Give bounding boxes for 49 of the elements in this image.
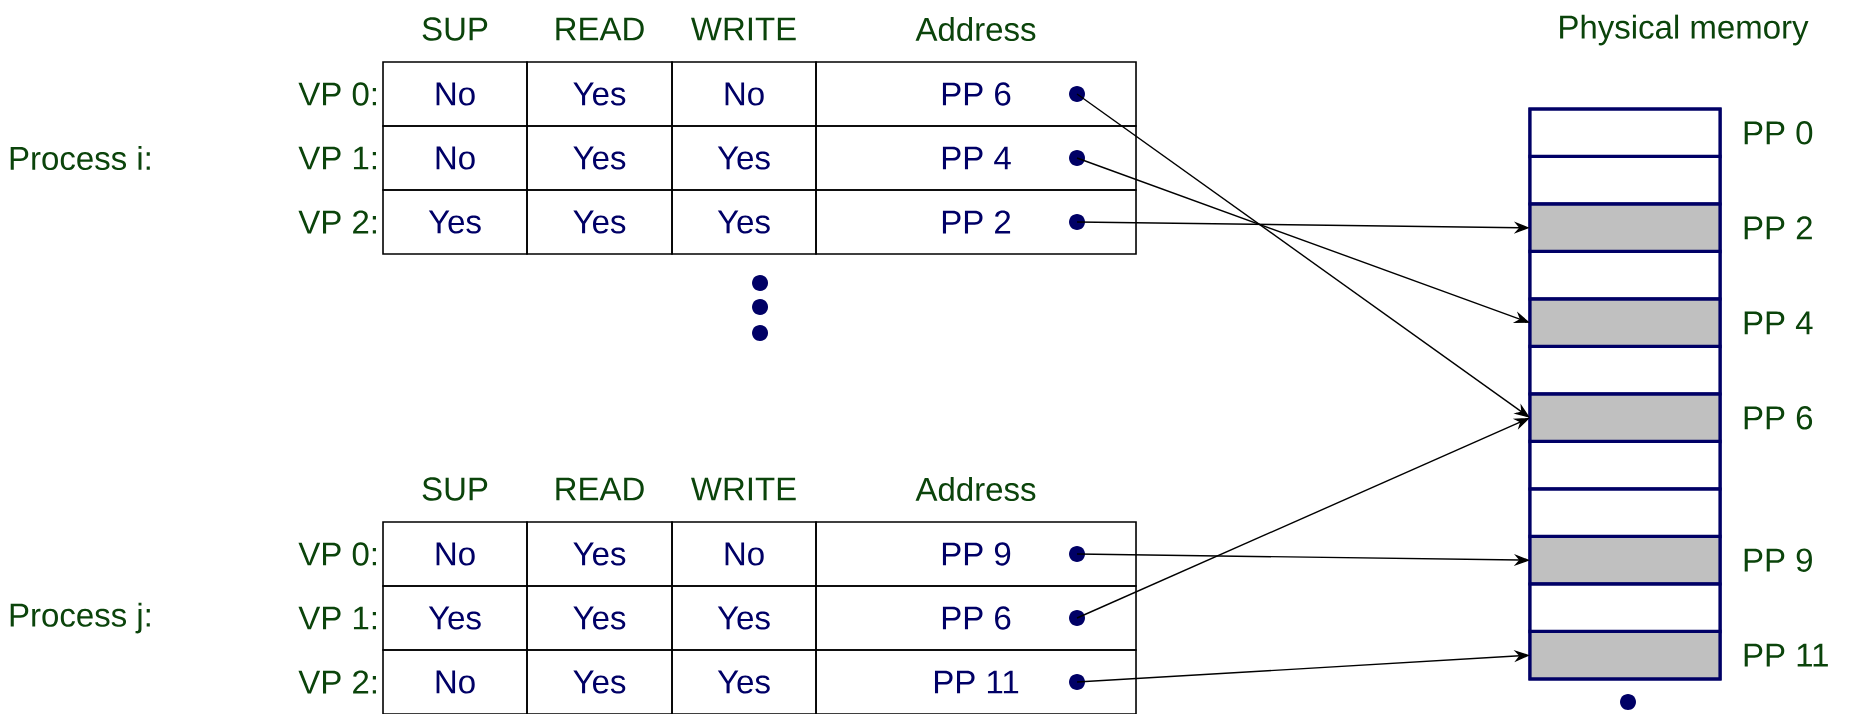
address-cell: PP 11 — [815, 649, 1137, 714]
table-cell: No — [671, 61, 817, 127]
column-header: Address — [915, 16, 1036, 42]
row-label: VP 0: — [298, 542, 376, 566]
address-cell: PP 4 — [815, 125, 1137, 191]
slot-label: PP 6 — [1744, 406, 1813, 430]
column-header: Address — [915, 476, 1036, 502]
table-cell: No — [382, 649, 528, 714]
column-header: SUP — [422, 17, 488, 41]
slot-label: PP 2 — [1744, 216, 1812, 240]
address-cell: PP 6 — [815, 61, 1137, 127]
address-cell: PP 6 — [815, 585, 1137, 651]
row-label: VP 1: — [298, 606, 376, 630]
arrow — [1076, 93, 1530, 418]
table-cell: Yes — [526, 649, 673, 714]
table-cell: Yes — [526, 61, 673, 127]
row-label: VP 1: — [298, 146, 376, 170]
table-cell: Yes — [671, 649, 817, 714]
address-cell: PP 2 — [815, 189, 1137, 255]
process-label: Process i: — [10, 145, 150, 171]
table-cell: Yes — [671, 189, 817, 255]
row-label: VP 2: — [298, 210, 376, 234]
column-header: SUP — [422, 477, 488, 501]
table-cell: Yes — [526, 189, 673, 255]
table-cell: Yes — [671, 585, 817, 651]
heading: Physical memory — [1560, 14, 1809, 46]
slot-label: PP 11 — [1744, 643, 1828, 667]
column-header: WRITE — [691, 477, 796, 501]
row-label: VP 2: — [298, 670, 376, 694]
column-header: READ — [556, 17, 644, 41]
address-cell: PP 9 — [815, 521, 1137, 587]
table-cell: No — [382, 61, 528, 127]
memory-slot — [1528, 629, 1722, 681]
table-cell: No — [382, 125, 528, 191]
table-cell: Yes — [382, 585, 528, 651]
slot-label: PP 0 — [1744, 121, 1813, 145]
table-cell: Yes — [382, 189, 528, 255]
table-cell: Yes — [526, 125, 673, 191]
table-cell: Yes — [526, 521, 673, 587]
table-cell: No — [382, 521, 528, 587]
table-cell: Yes — [526, 585, 673, 651]
column-header: READ — [556, 477, 644, 501]
row-label: VP 0: — [298, 82, 376, 106]
slot-label: PP 9 — [1744, 548, 1812, 572]
process-label: Process j: — [10, 602, 150, 634]
table-cell: Yes — [671, 125, 817, 191]
slot-label: PP 4 — [1744, 311, 1813, 335]
column-header: WRITE — [691, 17, 796, 41]
table-cell: No — [671, 521, 817, 587]
